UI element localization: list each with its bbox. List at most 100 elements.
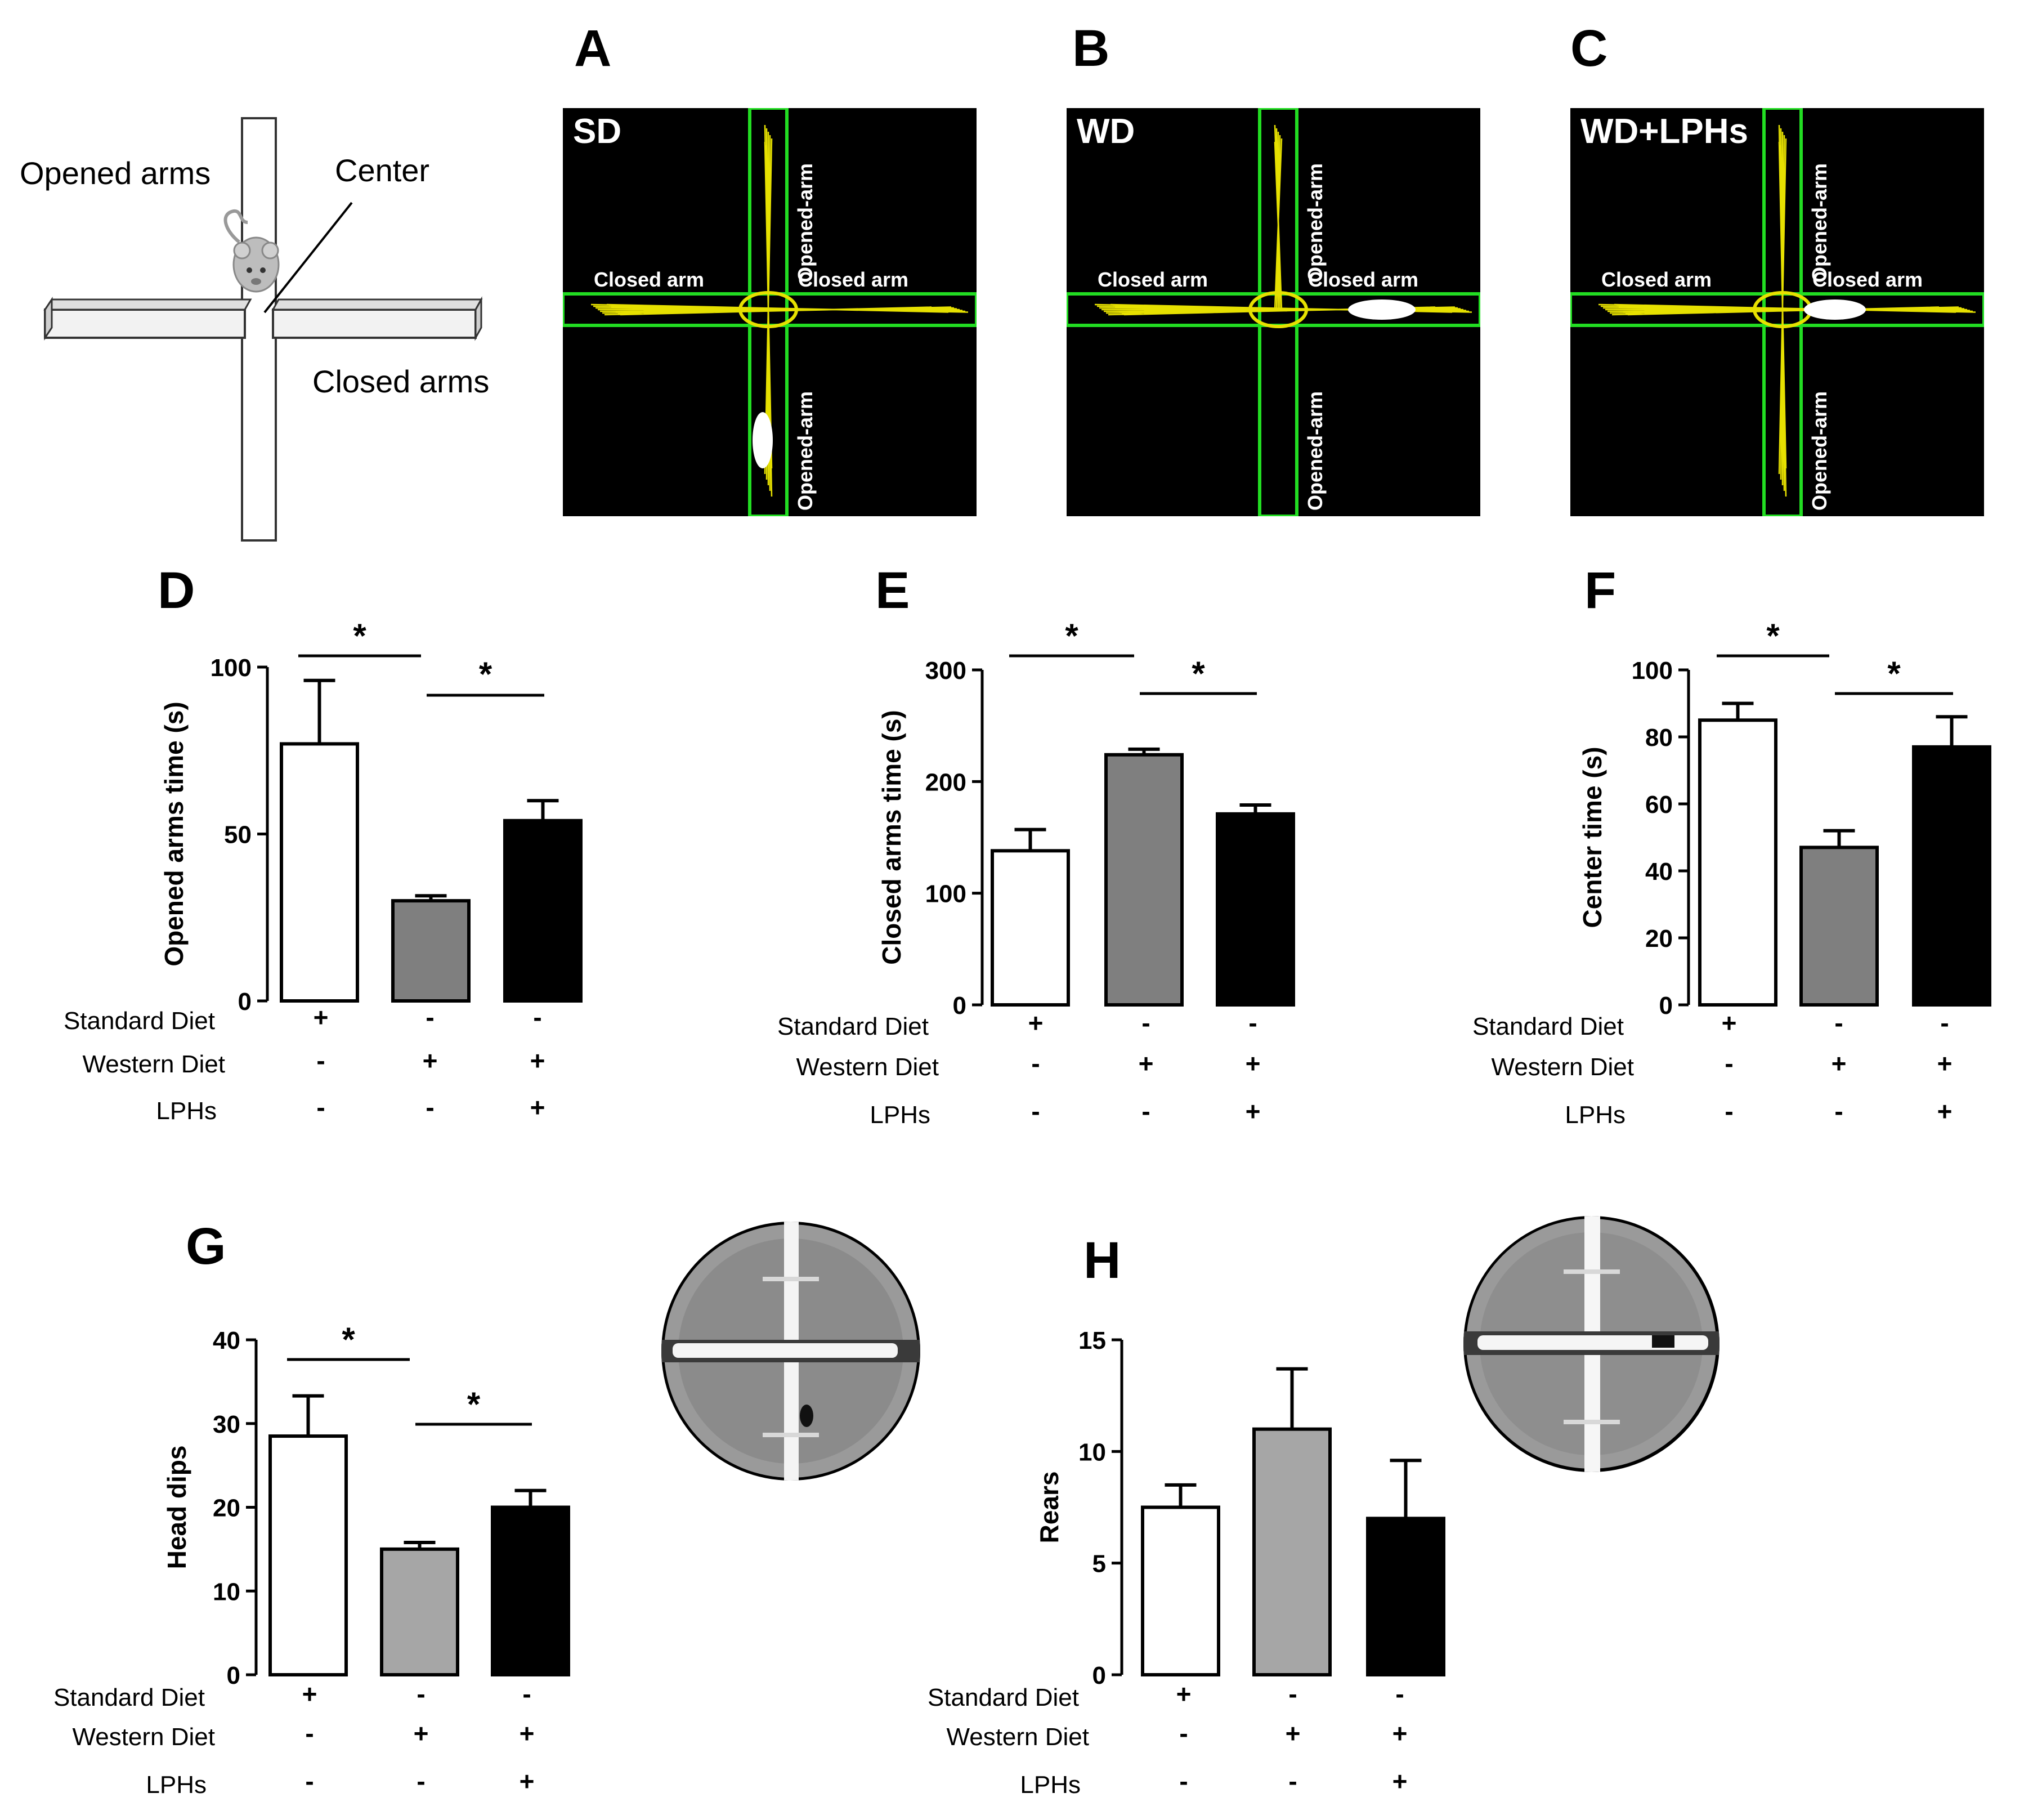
factor-label: Standard Diet xyxy=(928,1684,1079,1711)
factor-label: Western Diet xyxy=(73,1723,216,1751)
y-tick-label: 0 xyxy=(953,992,966,1019)
condition-label: WD xyxy=(1077,112,1135,151)
animal-position xyxy=(1804,299,1866,320)
y-tick-label: 40 xyxy=(1645,858,1673,886)
center-track-cluster xyxy=(1248,291,1308,328)
factor-sign: + xyxy=(414,1719,429,1748)
factor-sign: - xyxy=(417,1679,425,1709)
factor-label: Western Diet xyxy=(796,1053,939,1081)
factor-sign: - xyxy=(417,1767,425,1796)
factor-label: Standard Diet xyxy=(777,1013,929,1040)
y-tick-label: 0 xyxy=(1659,992,1673,1019)
factor-sign: - xyxy=(1031,1097,1040,1126)
bar xyxy=(1104,753,1184,1007)
factor-sign: + xyxy=(1286,1719,1301,1748)
closed-arms-label: Closed arms xyxy=(312,364,490,399)
y-axis-label: Opened arms time (s) xyxy=(159,701,189,966)
y-tick-label: 10 xyxy=(1078,1438,1106,1466)
factor-sign: + xyxy=(314,1003,329,1032)
y-tick-label: 0 xyxy=(1092,1662,1106,1689)
factor-label: Western Diet xyxy=(947,1723,1090,1751)
center-label: Center xyxy=(335,153,430,188)
panel-letter-d: D xyxy=(158,562,195,619)
factor-sign: + xyxy=(520,1719,535,1748)
factor-sign: - xyxy=(1395,1679,1404,1709)
panel-letter-a: A xyxy=(574,20,612,77)
factor-sign: + xyxy=(302,1679,317,1709)
factor-label: Standard Diet xyxy=(53,1684,205,1711)
factor-label: Western Diet xyxy=(83,1050,226,1078)
significance-star: * xyxy=(1887,655,1901,692)
factor-sign: + xyxy=(1246,1097,1261,1126)
y-axis-label: Closed arms time (s) xyxy=(877,710,906,964)
maze-photo-h xyxy=(1463,1216,1719,1472)
center-track-cluster xyxy=(738,291,798,328)
opened-arm-label-bottom: Opened-arm xyxy=(794,391,817,511)
panel-letter-e: E xyxy=(875,562,910,619)
opened-arm-label-bottom: Opened-arm xyxy=(1808,391,1831,511)
bar xyxy=(1698,718,1777,1007)
y-tick-label: 20 xyxy=(213,1495,240,1522)
significance-star: * xyxy=(342,1321,355,1358)
factor-sign: - xyxy=(1288,1767,1297,1796)
opened-arm-label-top: Opened-arm xyxy=(1808,163,1831,283)
y-axis-label: Center time (s) xyxy=(1578,746,1607,928)
bar xyxy=(1912,745,1991,1007)
factor-sign: + xyxy=(530,1093,545,1122)
factor-sign: - xyxy=(1141,1008,1150,1038)
y-tick-label: 40 xyxy=(213,1327,240,1354)
factor-sign: + xyxy=(1176,1679,1192,1709)
factor-label: LPHs xyxy=(156,1097,217,1125)
factor-sign: - xyxy=(1940,1008,1949,1038)
y-tick-label: 10 xyxy=(213,1578,240,1606)
factor-sign: - xyxy=(305,1767,314,1796)
panel-letter-h: H xyxy=(1083,1232,1121,1289)
open-arm-zone xyxy=(1258,108,1298,516)
y-tick-label: 100 xyxy=(211,654,252,682)
y-tick-label: 0 xyxy=(227,1662,240,1689)
significance-star: * xyxy=(353,617,366,655)
y-axis-label: Rears xyxy=(1035,1472,1064,1544)
bar xyxy=(380,1547,459,1676)
condition-label: SD xyxy=(573,112,621,151)
y-tick-label: 300 xyxy=(925,657,966,685)
factor-sign: - xyxy=(1179,1719,1188,1748)
factor-sign: - xyxy=(533,1003,541,1032)
panel-letter-g: G xyxy=(186,1218,226,1275)
bar xyxy=(1141,1505,1220,1676)
maze-schematic: Opened arms Center Closed arms xyxy=(17,101,512,552)
movement-track xyxy=(590,124,969,497)
y-tick-label: 20 xyxy=(1645,925,1673,953)
significance-star: * xyxy=(467,1385,481,1423)
factor-sign: - xyxy=(522,1679,531,1709)
factor-sign: + xyxy=(520,1767,535,1796)
factor-sign: - xyxy=(1288,1679,1297,1709)
animal-position xyxy=(1348,299,1416,320)
closed-arm-label-left: Closed arm xyxy=(1601,268,1712,291)
closed-arm-label-left: Closed arm xyxy=(1098,268,1208,291)
factor-label: LPHs xyxy=(870,1101,930,1129)
factor-label: Standard Diet xyxy=(1472,1013,1624,1040)
bar xyxy=(280,742,359,1003)
animal-position xyxy=(753,412,773,468)
bar xyxy=(991,849,1070,1007)
factor-sign: - xyxy=(1834,1008,1843,1038)
factor-sign: + xyxy=(1937,1049,1953,1078)
factor-sign: + xyxy=(1937,1097,1953,1126)
factor-sign: - xyxy=(1248,1008,1257,1038)
closed-arm-label-right: Closed arm xyxy=(1308,268,1418,291)
y-tick-label: 50 xyxy=(224,821,252,849)
bar xyxy=(268,1434,348,1676)
closed-arm-label-left: Closed arm xyxy=(594,268,704,291)
factor-sign: - xyxy=(316,1046,325,1075)
factor-sign: + xyxy=(423,1046,438,1075)
factor-sign: - xyxy=(1179,1767,1188,1796)
mouse-icon xyxy=(223,209,280,293)
y-axis-label: Head dips xyxy=(162,1446,191,1569)
panel-letter-f: F xyxy=(1584,562,1616,619)
